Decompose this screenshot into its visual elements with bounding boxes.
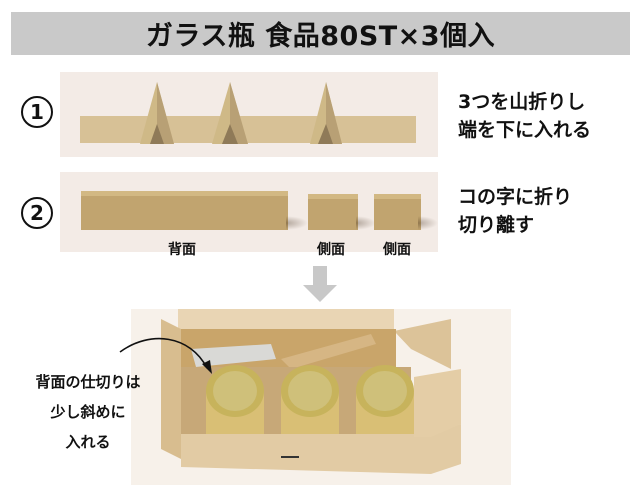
folded-strip: [80, 116, 416, 143]
title-banner: ガラス瓶 食品80ST×3個入: [11, 12, 630, 55]
partition-note: 背面の仕切りは 少し斜めに 入れる: [35, 373, 141, 451]
label-side-2: 側面: [383, 242, 411, 258]
step-2-photo: [60, 172, 438, 252]
curved-arrow-icon: [119, 337, 212, 374]
side-panel-piece-2: [374, 194, 421, 230]
back-panel-piece: [81, 191, 288, 230]
mountain-folds: [140, 82, 342, 144]
step-2-number: 2: [19, 195, 55, 231]
label-back: 背面: [168, 242, 196, 258]
page-title: ガラス瓶 食品80ST×3個入: [145, 21, 496, 52]
result-box-photo: [131, 309, 511, 485]
step-1-photo: [60, 72, 438, 157]
step-1-number: 1: [19, 94, 55, 130]
box-with-jars: [161, 309, 461, 474]
side-panel-piece-1: [308, 194, 358, 230]
step-2-instruction: コの字に折り 切り離す: [458, 186, 573, 236]
step-1-instruction: 3つを山折りし 端を下に入れる: [458, 91, 592, 141]
label-side-1: 側面: [317, 242, 345, 258]
arrow-down-icon: [303, 266, 337, 302]
